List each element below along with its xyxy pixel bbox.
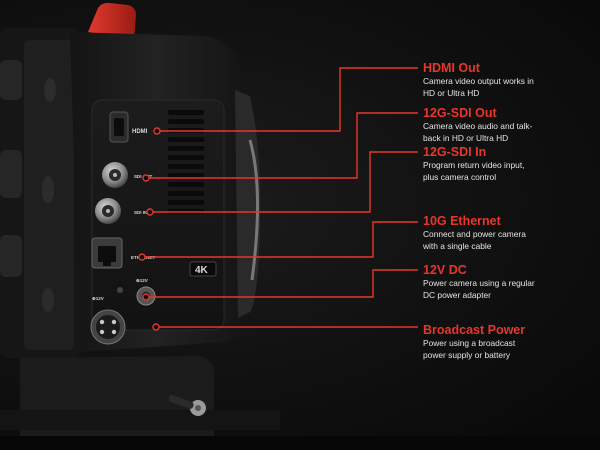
callout-desc-line2: back in HD or Ultra HD	[423, 133, 509, 143]
callout-desc-line2: HD or Ultra HD	[423, 88, 480, 98]
screw	[117, 287, 123, 293]
callout-hdmi-out: HDMI Out Camera video output works in HD…	[423, 61, 598, 99]
callout-title: Broadcast Power	[423, 323, 526, 337]
mount-screw	[168, 394, 206, 416]
xlr-power-connector	[90, 309, 126, 345]
sdi-out-connector	[102, 162, 128, 188]
callout-desc-line2: DC power adapter	[423, 290, 491, 300]
callout-desc-line2: plus camera control	[423, 172, 497, 182]
side-knobs	[0, 60, 56, 312]
callout-desc-line1: Camera video audio and talk-	[423, 121, 533, 131]
sdi-in-connector	[95, 198, 121, 224]
callout-broadcast-power: Broadcast Power Power using a broadcast …	[423, 323, 598, 361]
red-handle	[88, 2, 136, 40]
callout-title: HDMI Out	[423, 61, 480, 75]
callout-12g-sdi-out: 12G-SDI Out Camera video audio and talk-…	[423, 106, 598, 144]
callout-title: 10G Ethernet	[423, 214, 501, 228]
callout-desc-line2: power supply or battery	[423, 350, 511, 360]
callout-desc-line1: Power using a broadcast	[423, 338, 516, 348]
dc-12v-label: ⊕12V	[136, 278, 148, 283]
callout-desc-line1: Connect and power camera	[423, 229, 526, 239]
xlr-12v-label: ⊕12V	[92, 296, 104, 301]
hdmi-port	[109, 111, 129, 143]
callout-10g-ethernet: 10G Ethernet Connect and power camera wi…	[423, 214, 598, 252]
ethernet-port	[91, 237, 123, 269]
hdmi-label: HDMI	[132, 129, 148, 135]
sdi-in-label: SDI IN	[134, 210, 147, 215]
callout-endpoints	[138, 127, 161, 331]
callout-desc-line1: Camera video output works in	[423, 76, 534, 86]
callout-12g-sdi-in: 12G-SDI In Program return video input, p…	[423, 145, 598, 183]
callout-12v-dc: 12V DC Power camera using a regular DC p…	[423, 263, 598, 301]
callout-title: 12G-SDI Out	[423, 106, 497, 120]
callout-desc-line1: Power camera using a regular	[423, 278, 535, 288]
callout-leaders	[142, 67, 418, 328]
callout-desc-line1: Program return video input,	[423, 160, 525, 170]
callout-title: 12G-SDI In	[423, 145, 487, 159]
svg-text:4K: 4K	[195, 265, 209, 276]
callout-title: 12V DC	[423, 263, 467, 277]
4k-badge: 4K	[189, 261, 217, 277]
callout-desc-line2: with a single cable	[423, 241, 492, 251]
